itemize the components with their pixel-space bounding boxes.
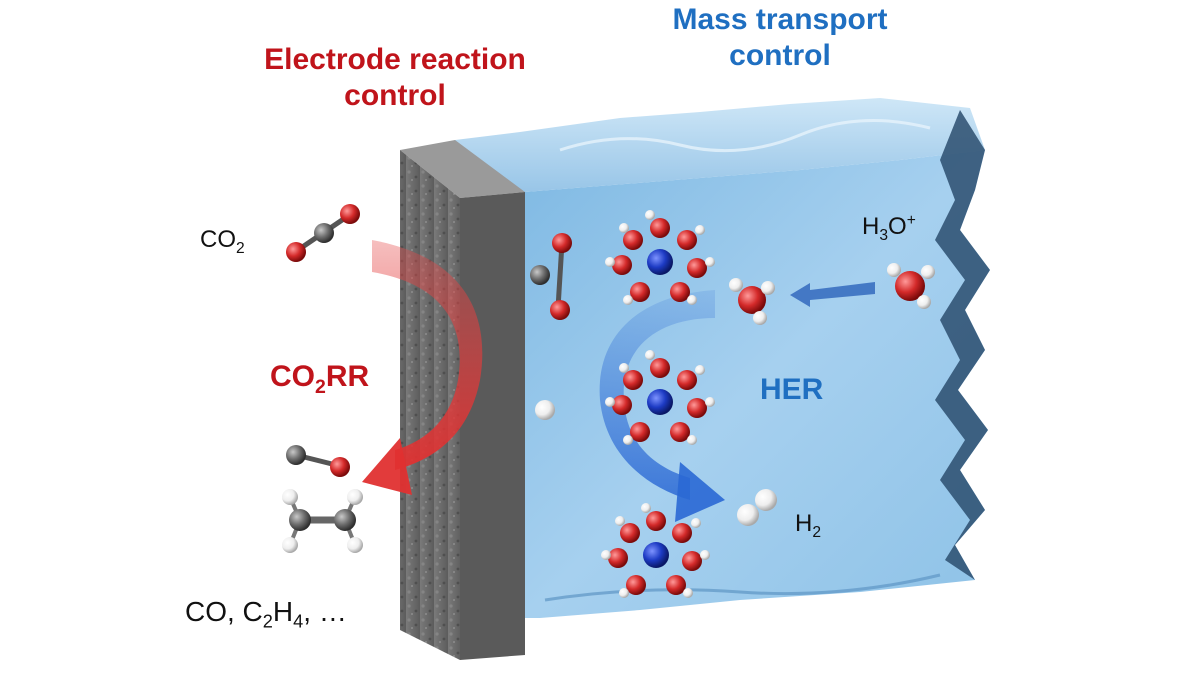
co2rr-label: CO2RR [270,360,370,397]
h3o-label-sup: + [906,212,916,229]
electrolyte-front [525,150,990,618]
products-label: CO, C2H4, … [185,596,347,631]
her-curved-arrow [599,290,725,522]
ethylene-molecule [282,489,363,553]
products-label-c: , … [303,596,347,627]
mass-title-line1: Mass transport [672,3,888,36]
electrode-reaction-title: Electrode reaction control [225,42,565,114]
co2-label: CO2 [200,226,245,257]
co2-molecule-outside [286,204,360,262]
electrolyte-bottom-ripple [544,573,941,602]
h2-label-sub: 2 [812,523,822,541]
electrode-top [400,140,525,198]
h3o-transport-arrow [790,282,875,307]
electrode-title-line2: control [344,79,446,112]
co2-molecule-adsorbed [530,233,572,320]
products-label-sub2: 4 [293,611,304,632]
products-label-a: CO, C [185,596,263,627]
mass-transport-title: Mass transport control [625,2,935,74]
h3o-label-sub: 3 [879,226,889,244]
products-label-b: H [272,596,294,627]
co2rr-label-a: CO [270,360,315,393]
mass-title-line2: control [729,39,831,72]
h2-label-a: H [795,510,813,537]
products-label-sub: 2 [262,611,273,632]
electrolyte-top-ripple [559,118,931,153]
electrolyte-right-edge [935,110,990,580]
electrode-side [460,192,525,660]
her-label: HER [760,373,824,406]
h3o-label-b: O [888,213,907,240]
hydrated-cation-middle [605,350,715,445]
co2rr-arrow [362,240,483,495]
co2rr-label-sub: 2 [315,376,326,398]
electrode-title-line1: Electrode reaction [264,43,526,76]
co2-label-sub: 2 [236,239,245,257]
co2-label-base: CO [200,226,236,253]
hydrated-cation-top [605,210,715,305]
co2rr-label-b: RR [325,360,370,393]
hydronium-near-electrode [729,278,775,325]
co-molecule [286,445,350,477]
electrolyte-block [455,98,990,618]
h2-molecule [737,489,777,526]
h3o-label: H3O+ [862,212,916,243]
h3o-label-a: H [862,213,880,240]
hydrated-cation-bottom [601,503,710,598]
adsorbed-hydrogen-atom [535,400,555,420]
h2-label: H2 [795,510,821,541]
hydronium-bulk [887,263,935,309]
